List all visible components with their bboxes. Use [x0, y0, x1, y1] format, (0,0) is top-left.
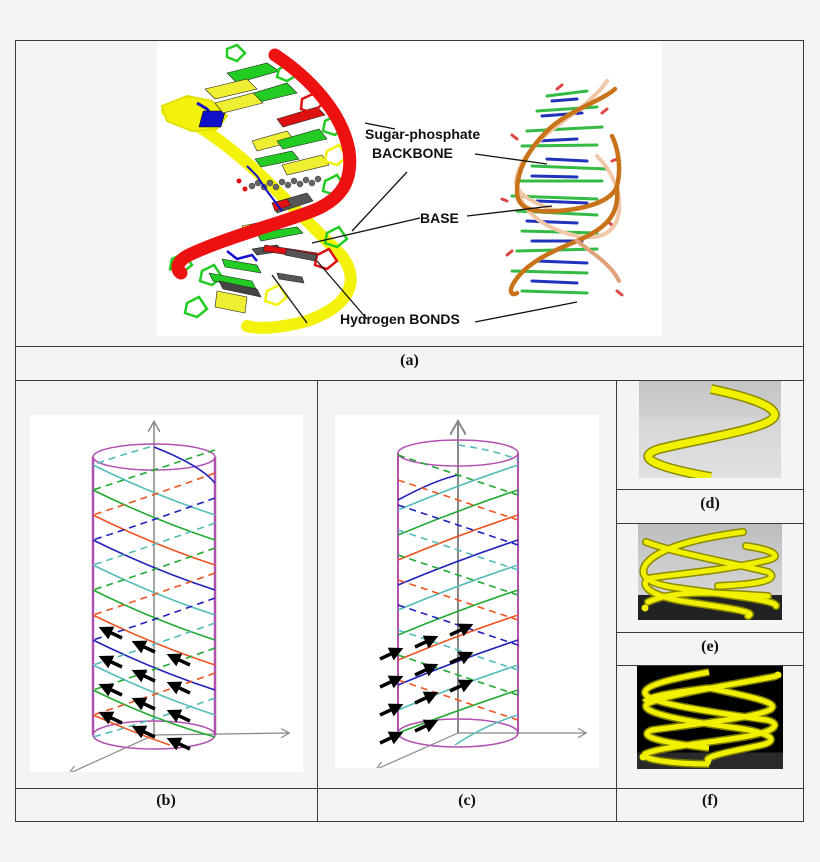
dna-structure-illustration — [160, 43, 624, 334]
panel-d-image — [639, 381, 781, 478]
col-divider-c-def — [616, 380, 617, 822]
panel-f-image — [637, 666, 783, 769]
panel-e-image — [638, 524, 782, 620]
caption-b: (b) — [156, 792, 176, 809]
caption-e: (e) — [701, 638, 719, 655]
row-divider-d-caption — [616, 523, 804, 524]
label-base: BASE — [420, 210, 459, 226]
row-divider-a-caption — [15, 380, 804, 381]
panel-b-image — [30, 415, 303, 772]
multi-helix-tube — [639, 528, 781, 620]
caption-c: (c) — [458, 792, 476, 809]
row-divider-f-image — [616, 788, 804, 789]
table-border-right — [803, 40, 804, 822]
label-sugar-phosphate: Sugar-phosphate — [365, 126, 481, 142]
row-divider-a-image — [15, 346, 804, 347]
col-divider-b-c — [317, 380, 318, 822]
table-border-bottom — [15, 821, 804, 822]
caption-f: (f) — [702, 792, 718, 809]
row-divider-d-image — [616, 489, 804, 490]
caption-a: (a) — [400, 352, 419, 369]
panel-a-image: Sugar-phosphate BACKBONE BASE Hydrogen B… — [157, 41, 662, 336]
helix-cylinder-diagram-b — [30, 415, 303, 772]
row-divider-e-caption — [616, 665, 804, 666]
caption-d: (d) — [700, 495, 720, 512]
label-backbone: BACKBONE — [372, 145, 453, 161]
row-divider-e-image — [616, 632, 804, 633]
row-divider-bc-caption — [15, 788, 617, 789]
label-hydrogen-bonds: Hydrogen BONDS — [340, 311, 460, 327]
table-border-left — [15, 40, 16, 822]
ribbon-dna — [500, 79, 624, 297]
single-helix-tube — [643, 384, 780, 478]
panel-c-image — [335, 415, 599, 768]
double-helix-tube — [639, 668, 782, 768]
helix-cylinder-diagram-c — [335, 415, 599, 768]
table-border-top — [15, 40, 804, 41]
